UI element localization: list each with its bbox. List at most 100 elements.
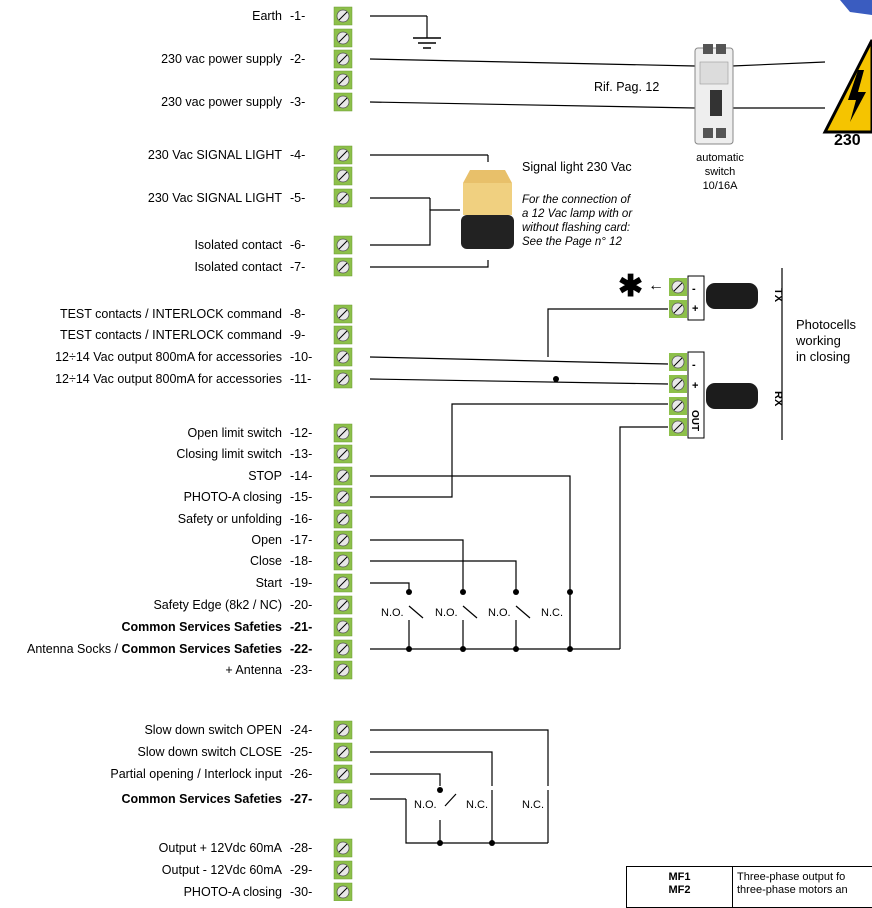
screw-slot — [338, 725, 348, 735]
terminal-number: -26- — [290, 767, 313, 781]
screw-slot — [673, 357, 683, 367]
screw-slot — [338, 747, 348, 757]
photocell-minus: - — [692, 359, 696, 371]
breaker-face — [699, 61, 729, 85]
terminal-label-text: Safety or unfolding — [177, 512, 282, 526]
screw-slot — [338, 54, 348, 64]
table-cell: MF2 — [668, 884, 691, 896]
wire — [370, 475, 571, 649]
breaker-screw — [703, 128, 713, 138]
terminal-label-text: Close — [250, 554, 282, 568]
terminal-label: Earth — [252, 9, 282, 23]
junction-dot — [460, 646, 466, 652]
terminal-label-text: PHOTO-A closing — [183, 490, 282, 504]
terminal-table: MF1 MF2 Three-phase output fo three-phas… — [626, 866, 872, 908]
junction-dot — [489, 840, 495, 846]
screw-slot — [338, 769, 348, 779]
wire — [619, 426, 668, 649]
table-col-terminals: MF1 MF2 — [627, 867, 733, 907]
terminal-label: PHOTO-A closing — [184, 490, 282, 504]
tx-photocell — [706, 283, 758, 309]
terminal-number: -1- — [290, 9, 306, 23]
terminal-label: Open limit switch — [188, 426, 282, 440]
junction-dot — [553, 376, 559, 382]
terminal-number: -3- — [290, 95, 306, 109]
terminal-label-text: Isolated contact — [194, 238, 282, 252]
contact-nc-label: N.C. — [541, 607, 563, 619]
terminal-label: 12÷14 Vac output 800mA for accessories — [55, 350, 282, 364]
wire — [369, 356, 669, 365]
screw-slot — [338, 600, 348, 610]
photocell-label-box — [687, 275, 705, 321]
screw-slot — [338, 887, 348, 897]
terminal-label: Antenna Socks / Common Services Safeties — [27, 642, 282, 656]
terminal-label-text: Open limit switch — [187, 426, 282, 440]
lightning-icon — [848, 70, 866, 122]
terminal-number: -14- — [290, 469, 313, 483]
switch-blade — [444, 793, 457, 807]
screw-slot — [338, 794, 348, 804]
photocell-out: OUT — [689, 410, 700, 431]
breaker-screw — [716, 128, 726, 138]
terminal-label: STOP — [248, 469, 282, 483]
signal-light-note-2: a 12 Vac lamp with or — [522, 208, 633, 220]
contact-nc-label: N.C. — [522, 799, 544, 811]
terminal-label-text: + Antenna — [225, 663, 282, 677]
lamp-body — [463, 183, 512, 215]
photocells-label-3: in closing — [796, 349, 851, 364]
terminal-label: Isolated contact — [194, 238, 282, 252]
wire — [370, 582, 410, 590]
terminal-number: -24- — [290, 723, 313, 737]
terminal-label-text: TEST contacts / INTERLOCK command — [59, 328, 282, 342]
terminal-label: Common Services Safeties — [122, 792, 283, 806]
table-cell: three-phase motors an — [737, 884, 848, 896]
logo-corner — [840, 0, 872, 15]
terminal-number: -29- — [290, 863, 313, 877]
signal-light-note-1: For the connection of — [522, 194, 631, 206]
screw-slot — [338, 75, 348, 85]
wire — [370, 560, 517, 590]
wire — [547, 308, 668, 357]
terminal-number: -18- — [290, 554, 313, 568]
screw-slot — [338, 262, 348, 272]
screw-slot — [338, 309, 348, 319]
screw-slot — [338, 240, 348, 250]
lamp-base — [461, 215, 514, 249]
contact-nc-label: N.C. — [466, 799, 488, 811]
photocell-plus: + — [692, 303, 698, 315]
terminal-label: Partial opening / Interlock input — [110, 767, 282, 781]
contact-dot — [437, 787, 443, 793]
terminal-label: Output - 12Vdc 60mA — [162, 863, 282, 877]
breaker-reference: Rif. Pag. 12 — [594, 80, 660, 94]
switch-blade — [408, 605, 424, 619]
terminal-label: Common Services Safeties — [122, 620, 283, 634]
terminal-number: -15- — [290, 490, 313, 504]
terminal-label: 230 Vac SIGNAL LIGHT — [148, 191, 282, 205]
junction-dot — [567, 646, 573, 652]
terminal-label-text: 230 vac power supply — [161, 95, 282, 109]
screw-slot — [673, 379, 683, 389]
terminal-number: -6- — [290, 238, 306, 252]
terminal-label: TEST contacts / INTERLOCK command — [60, 307, 282, 321]
terminal-number: -28- — [290, 841, 313, 855]
terminal-label: TEST contacts / INTERLOCK command — [60, 328, 282, 342]
terminal-number: -22- — [290, 642, 313, 656]
wire — [370, 729, 549, 786]
terminal-number: -13- — [290, 447, 313, 461]
screw-slot — [673, 282, 683, 292]
terminal-number: -25- — [290, 745, 313, 759]
terminal-label: Open — [251, 533, 282, 547]
contact-no-label: N.O. — [414, 799, 437, 811]
lamp-dome — [463, 170, 512, 183]
terminal-label-prefix: Antenna Socks / — [26, 642, 122, 656]
contact-dot — [513, 589, 519, 595]
screw-slot — [338, 644, 348, 654]
wire — [369, 101, 696, 109]
terminal-label-text: 230 Vac SIGNAL LIGHT — [147, 191, 282, 205]
wire — [405, 799, 548, 844]
signal-light-note-4: See the Page n° 12 — [522, 236, 622, 248]
terminal-label: Close — [250, 554, 282, 568]
wire — [369, 58, 696, 67]
terminal-label: + Antenna — [225, 663, 282, 677]
